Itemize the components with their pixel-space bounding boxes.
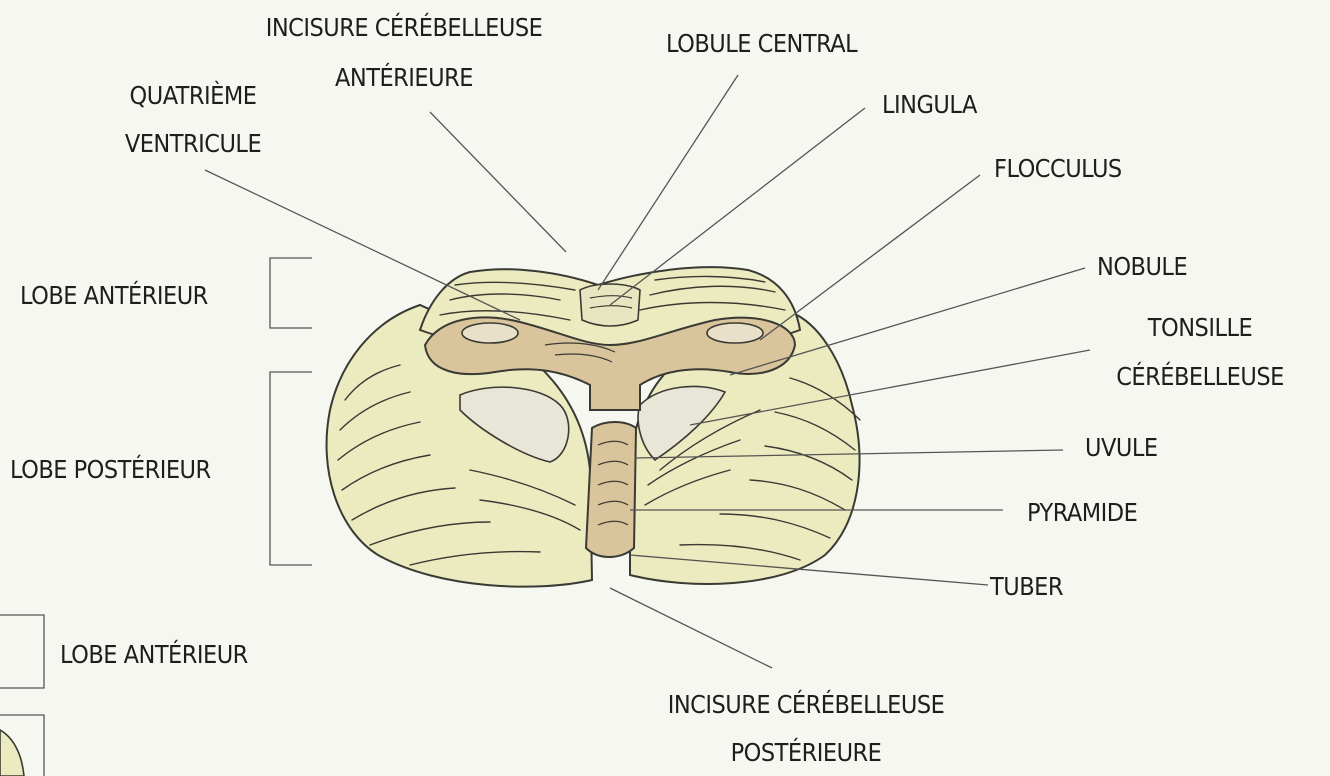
- label-incisure-posterieure-line1: INCISURE CÉRÉBELLEUSE: [668, 683, 945, 727]
- lobe-brackets: [0, 258, 312, 776]
- label-tonsille-line2: CÉRÉBELLEUSE: [1116, 355, 1284, 399]
- label-quatrieme-ventricule-line1: QUATRIÈME: [130, 74, 257, 118]
- label-lingula: LINGULA: [882, 83, 977, 127]
- label-lobe-posterieur: LOBE POSTÉRIEUR: [10, 448, 211, 492]
- right-flocculus-loop: [707, 323, 763, 343]
- label-tuber: TUBER: [990, 565, 1063, 609]
- label-tonsille-line1: TONSILLE: [1148, 306, 1252, 350]
- label-uvule: UVULE: [1085, 426, 1158, 470]
- left-flocculus-loop: [462, 323, 518, 343]
- legend-lobe-anterieur: LOBE ANTÉRIEUR: [60, 633, 248, 677]
- partial-hemisphere-fragment: [0, 730, 24, 776]
- label-lobule-central: LOBULE CENTRAL: [666, 22, 857, 66]
- label-lobe-anterieur: LOBE ANTÉRIEUR: [20, 274, 208, 318]
- label-quatrieme-ventricule-line2: VENTRICULE: [125, 122, 261, 166]
- label-incisure-anterieure-line2: ANTÉRIEURE: [335, 56, 473, 100]
- label-pyramide: PYRAMIDE: [1027, 491, 1137, 535]
- label-incisure-anterieure-line1: INCISURE CÉRÉBELLEUSE: [266, 6, 543, 50]
- label-incisure-posterieure-line2: POSTÉRIEURE: [731, 731, 882, 775]
- label-nobule: NOBULE: [1097, 245, 1187, 289]
- label-flocculus: FLOCCULUS: [994, 147, 1122, 191]
- uvula-pyramid-column: [586, 422, 636, 557]
